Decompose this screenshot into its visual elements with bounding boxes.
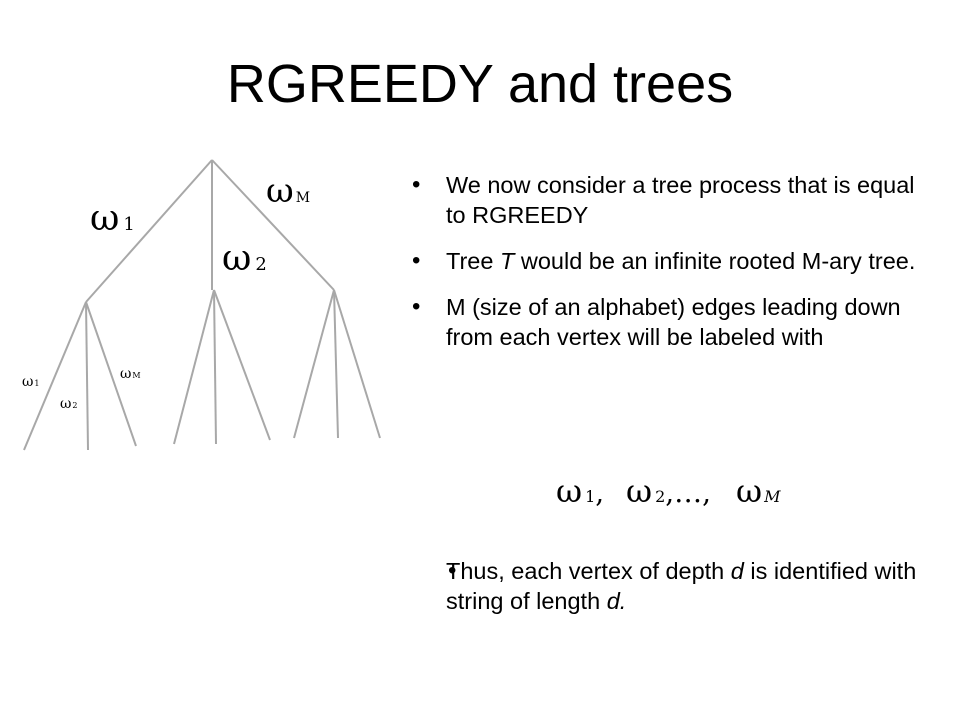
edge-right-1 [293, 289, 335, 439]
bullet-4-italic-2: d. [606, 588, 627, 614]
bullet-list: We now consider a tree process that is e… [410, 170, 930, 352]
bullet-item-4: Thus, each vertex of depth d is identifi… [446, 556, 960, 616]
bullet-item-2: Tree T would be an infinite rooted M-ary… [410, 246, 930, 276]
slide-title: RGREEDY and trees [226, 54, 734, 114]
edge-right-2 [333, 289, 339, 439]
bullet-item-3: M (size of an alphabet) edges leading do… [410, 292, 930, 352]
bullet-list-bottom: Thus, each vertex of depth d is identifi… [410, 556, 960, 616]
bullet-4-italic-1: d [730, 558, 744, 584]
label-omega-1-sub: ω1 [22, 374, 40, 390]
bullet-2-post: would be an infinite rooted M-ary tree. [514, 248, 916, 274]
edge-left-M [85, 301, 137, 447]
edge-left-2 [85, 301, 89, 451]
bullet-4-pre: Thus, each vertex of depth [446, 558, 731, 584]
edge-middle-M [213, 289, 271, 441]
label-omega-2-sub: ω2 [60, 396, 78, 412]
bullet-item-1: We now consider a tree process that is e… [410, 170, 930, 230]
bullet-1-text: We now consider a tree process that is e… [446, 172, 915, 228]
edge-root-left [85, 159, 213, 303]
edge-middle-2 [213, 289, 217, 445]
bullet-4-mid: is identified with string of length [446, 558, 917, 614]
edge-middle-1 [173, 289, 215, 445]
label-omega-M-sub: ωM [120, 366, 141, 382]
edge-right-M [333, 289, 381, 439]
edge-left-1 [23, 301, 87, 451]
bullet-3-text: M (size of an alphabet) edges leading do… [446, 294, 901, 350]
tree-edges [23, 159, 381, 451]
bullet-2-pre: Tree [446, 248, 500, 274]
bullet-2-italic: T [499, 248, 515, 274]
edge-root-right [211, 159, 335, 291]
